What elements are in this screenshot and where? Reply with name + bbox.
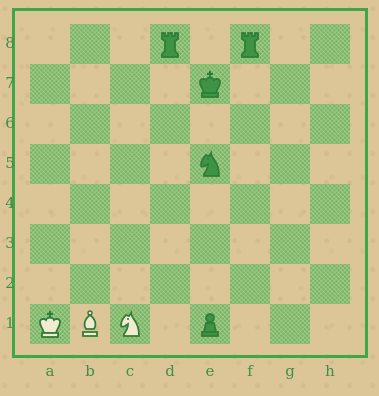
white-king-icon[interactable] [30, 304, 70, 344]
square-c3[interactable] [110, 224, 150, 264]
square-c6[interactable] [110, 104, 150, 144]
square-a4[interactable] [30, 184, 70, 224]
rank-label-7: 7 [2, 74, 18, 92]
file-label-g: g [270, 362, 310, 380]
square-a6[interactable] [30, 104, 70, 144]
square-f2[interactable] [230, 264, 270, 304]
square-b4[interactable] [70, 184, 110, 224]
square-d5[interactable] [150, 144, 190, 184]
square-b8[interactable] [70, 24, 110, 64]
square-d7[interactable] [150, 64, 190, 104]
black-pawn-icon[interactable] [190, 304, 230, 344]
square-g5[interactable] [270, 144, 310, 184]
square-b3[interactable] [70, 224, 110, 264]
square-f6[interactable] [230, 104, 270, 144]
rank-label-1: 1 [2, 314, 18, 332]
square-b7[interactable] [70, 64, 110, 104]
square-f4[interactable] [230, 184, 270, 224]
square-e8[interactable] [190, 24, 230, 64]
square-g7[interactable] [270, 64, 310, 104]
square-h2[interactable] [310, 264, 350, 304]
square-b5[interactable] [70, 144, 110, 184]
black-king-icon[interactable] [190, 64, 230, 104]
rank-label-8: 8 [2, 34, 18, 52]
square-a7[interactable] [30, 64, 70, 104]
black-knight-icon[interactable] [190, 144, 230, 184]
square-g3[interactable] [270, 224, 310, 264]
square-h4[interactable] [310, 184, 350, 224]
black-rook-icon[interactable] [150, 24, 190, 64]
rank-label-2: 2 [2, 274, 18, 292]
square-f5[interactable] [230, 144, 270, 184]
square-c5[interactable] [110, 144, 150, 184]
square-c8[interactable] [110, 24, 150, 64]
square-a3[interactable] [30, 224, 70, 264]
square-d3[interactable] [150, 224, 190, 264]
square-h3[interactable] [310, 224, 350, 264]
file-label-h: h [310, 362, 350, 380]
square-b6[interactable] [70, 104, 110, 144]
square-h8[interactable] [310, 24, 350, 64]
square-d6[interactable] [150, 104, 190, 144]
square-h6[interactable] [310, 104, 350, 144]
square-a8[interactable] [30, 24, 70, 64]
rank-label-6: 6 [2, 114, 18, 132]
square-g6[interactable] [270, 104, 310, 144]
square-g4[interactable] [270, 184, 310, 224]
file-label-b: b [70, 362, 110, 380]
white-knight-icon[interactable] [110, 304, 150, 344]
square-b2[interactable] [70, 264, 110, 304]
square-c7[interactable] [110, 64, 150, 104]
black-rook-icon[interactable] [230, 24, 270, 64]
square-g1[interactable] [270, 304, 310, 344]
file-label-c: c [110, 362, 150, 380]
rank-label-4: 4 [2, 194, 18, 212]
square-f1[interactable] [230, 304, 270, 344]
rank-label-5: 5 [2, 154, 18, 172]
file-label-d: d [150, 362, 190, 380]
square-c2[interactable] [110, 264, 150, 304]
square-e6[interactable] [190, 104, 230, 144]
square-a2[interactable] [30, 264, 70, 304]
rank-label-3: 3 [2, 234, 18, 252]
square-d2[interactable] [150, 264, 190, 304]
square-g8[interactable] [270, 24, 310, 64]
square-h1[interactable] [310, 304, 350, 344]
white-bishop-icon[interactable] [70, 304, 110, 344]
square-e4[interactable] [190, 184, 230, 224]
file-label-f: f [230, 362, 270, 380]
file-label-a: a [30, 362, 70, 380]
square-h7[interactable] [310, 64, 350, 104]
square-h5[interactable] [310, 144, 350, 184]
square-e2[interactable] [190, 264, 230, 304]
square-c4[interactable] [110, 184, 150, 224]
square-a5[interactable] [30, 144, 70, 184]
square-e3[interactable] [190, 224, 230, 264]
square-d1[interactable] [150, 304, 190, 344]
square-f3[interactable] [230, 224, 270, 264]
chess-board[interactable] [30, 24, 350, 344]
square-g2[interactable] [270, 264, 310, 304]
file-label-e: e [190, 362, 230, 380]
square-d4[interactable] [150, 184, 190, 224]
square-f7[interactable] [230, 64, 270, 104]
